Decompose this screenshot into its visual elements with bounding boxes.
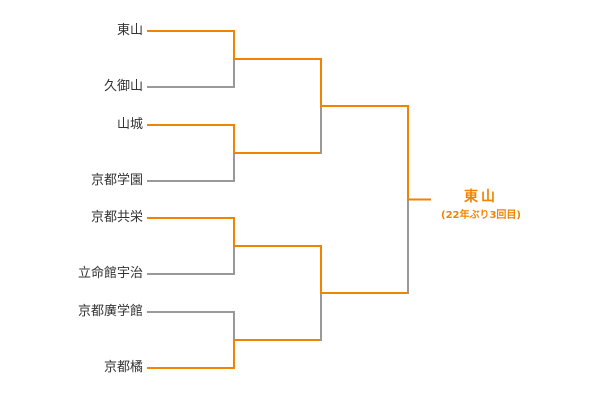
team-label: 京都共栄	[90, 210, 143, 225]
champion-note: (22年ぶり3回目)	[440, 210, 522, 221]
team-label: 京都橘	[103, 360, 143, 375]
team-label: 久御山	[103, 79, 143, 94]
team-label: 東山	[116, 23, 143, 38]
team-label: 立命館宇治	[77, 266, 143, 281]
champion-name: 東山	[464, 189, 498, 205]
team-label: 山城	[116, 117, 143, 132]
team-label: 京都廣学館	[77, 304, 143, 319]
team-label: 京都学園	[90, 173, 143, 188]
